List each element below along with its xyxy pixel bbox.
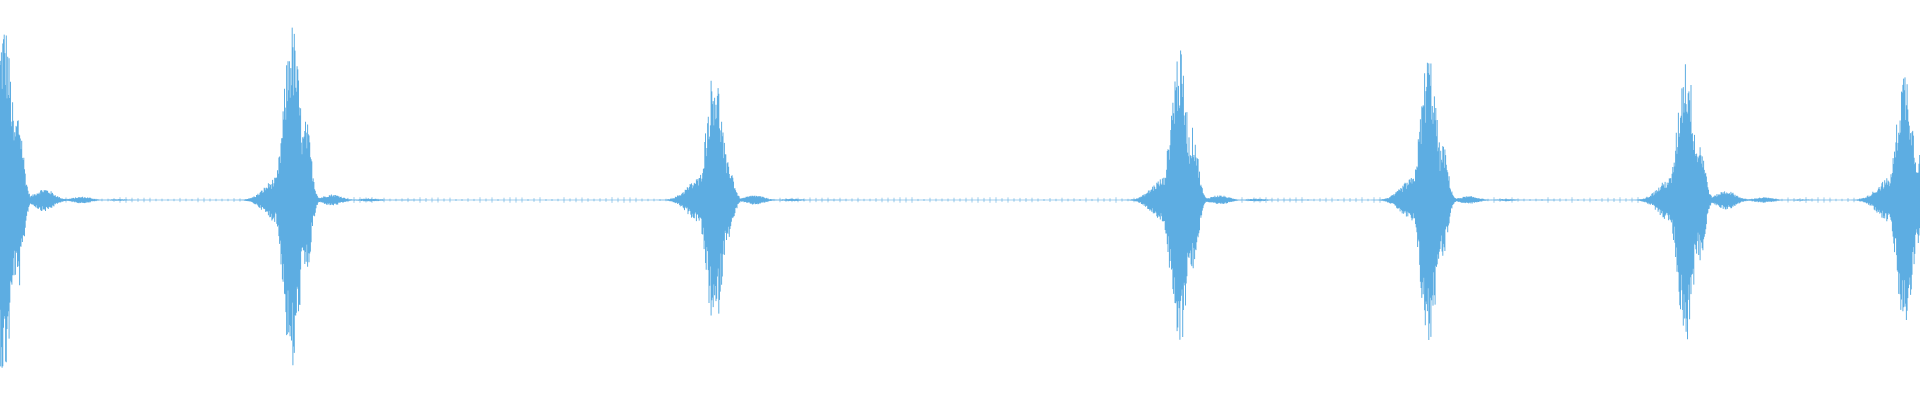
- waveform-burst-path: [1120, 50, 1326, 340]
- waveform-burst: [1846, 77, 1920, 320]
- waveform-burst: [0, 34, 151, 368]
- waveform-burst-path: [234, 27, 439, 366]
- waveform-burst: [1120, 50, 1326, 340]
- waveform-burst-path: [1846, 77, 1920, 320]
- waveform-bursts: [0, 27, 1920, 368]
- waveform-burst-path: [0, 34, 151, 368]
- waveform-baseline-noise: [0, 197, 1915, 203]
- waveform-burst: [234, 27, 439, 366]
